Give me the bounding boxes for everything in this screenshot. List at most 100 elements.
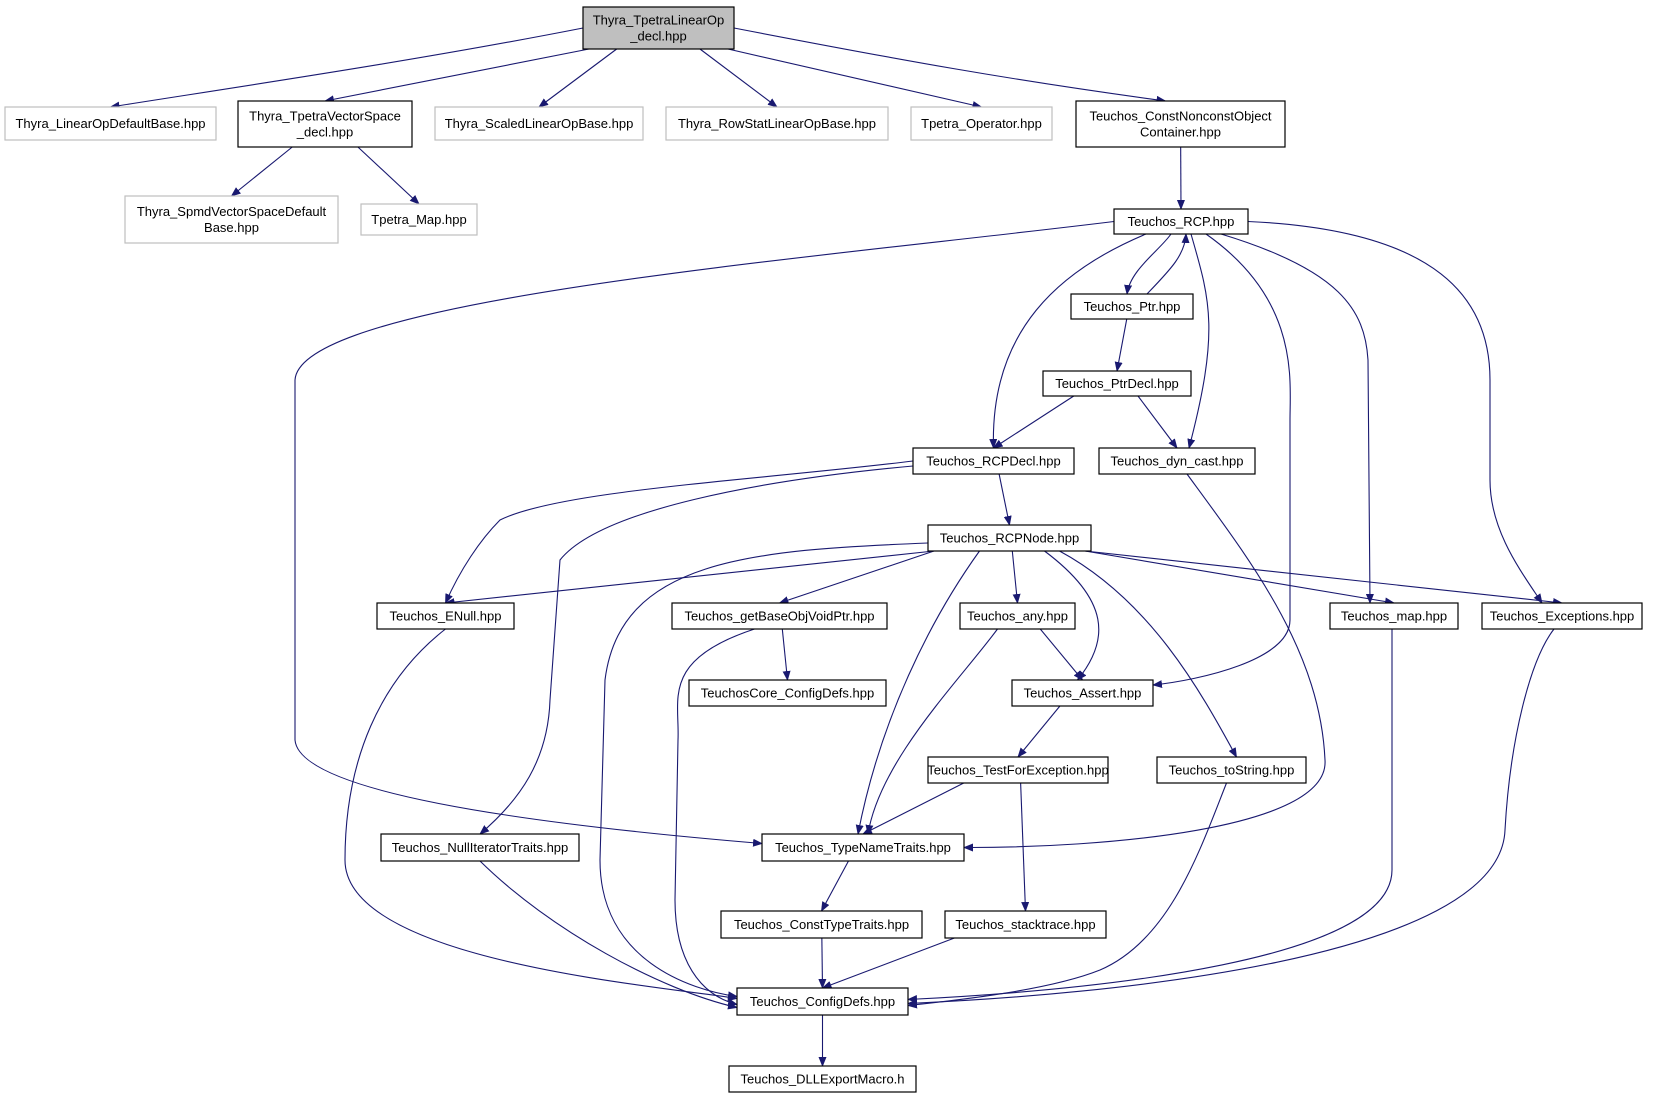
node-dyncast[interactable]: Teuchos_dyn_cast.hpp bbox=[1098, 447, 1256, 475]
node-tnt[interactable]: Teuchos_TypeNameTraits.hpp bbox=[761, 833, 965, 862]
edge-arrow bbox=[294, 220, 1115, 847]
node-coreconfig[interactable]: TeuchosCore_ConfigDefs.hpp bbox=[688, 679, 887, 707]
node-box bbox=[1481, 602, 1643, 630]
node-box bbox=[761, 833, 965, 862]
edge-arrow bbox=[674, 628, 755, 1007]
node-box bbox=[360, 203, 478, 236]
edge-arrow bbox=[989, 233, 1147, 449]
node-lodb[interactable]: Thyra_LinearOpDefaultBase.hpp bbox=[4, 106, 217, 141]
node-box bbox=[736, 987, 909, 1016]
edge-rcp-to-tnt bbox=[294, 220, 1115, 847]
node-ctt[interactable]: Teuchos_ConstTypeTraits.hpp bbox=[720, 910, 923, 939]
node-label: Tpetra_Operator.hpp bbox=[921, 116, 1042, 131]
edge-arrow bbox=[1039, 628, 1084, 681]
edge-arrow bbox=[479, 860, 738, 1010]
edge-tvs-to-svsdb bbox=[230, 146, 293, 197]
node-box bbox=[237, 100, 413, 148]
node-rcpnode[interactable]: Teuchos_RCPNode.hpp bbox=[927, 524, 1092, 552]
node-gbovp[interactable]: Teuchos_getBaseObjVoidPtr.hpp bbox=[671, 602, 888, 630]
node-tostring[interactable]: Teuchos_toString.hpp bbox=[1156, 756, 1307, 784]
edge-gbovp-to-config bbox=[674, 628, 755, 1007]
edge-arrow bbox=[1220, 233, 1374, 604]
edge-rcp-to-map bbox=[1220, 233, 1374, 604]
edge-rcpnode-to-tostring bbox=[1059, 550, 1237, 758]
edge-tnt-to-ctt bbox=[821, 860, 849, 912]
node-any[interactable]: Teuchos_any.hpp bbox=[959, 602, 1076, 630]
node-label: Tpetra_Map.hpp bbox=[371, 212, 466, 227]
node-dll[interactable]: Teuchos_DLLExportMacro.h bbox=[728, 1065, 917, 1093]
node-top[interactable]: Tpetra_Operator.hpp bbox=[910, 106, 1053, 141]
edge-arrow bbox=[733, 27, 1167, 104]
node-box bbox=[1042, 370, 1192, 397]
edge-arrow bbox=[1017, 705, 1061, 758]
node-label: Teuchos_RCPNode.hpp bbox=[940, 531, 1079, 546]
edge-arrow bbox=[907, 782, 1228, 1009]
node-layer: Thyra_TpetraLinearOp_decl.hppThyra_Linea… bbox=[4, 6, 1643, 1093]
edge-rcp-to-dyncast bbox=[1187, 233, 1210, 449]
node-config[interactable]: Teuchos_ConfigDefs.hpp bbox=[736, 987, 909, 1016]
edge-arrow bbox=[1084, 550, 1563, 607]
edge-arrow bbox=[907, 628, 1555, 1008]
edge-tvs-to-tmap bbox=[357, 146, 420, 205]
edge-rcpnode-to-exc bbox=[1084, 550, 1563, 607]
edge-arrow bbox=[599, 542, 929, 1000]
node-root[interactable]: Thyra_TpetraLinearOp_decl.hpp bbox=[582, 6, 735, 50]
node-label: Container.hpp bbox=[1140, 125, 1221, 140]
node-map[interactable]: Teuchos_map.hpp bbox=[1329, 602, 1459, 630]
edge-arrow bbox=[998, 473, 1012, 526]
node-label: _decl.hpp bbox=[629, 29, 686, 44]
node-exc[interactable]: Teuchos_Exceptions.hpp bbox=[1481, 602, 1643, 630]
node-slob[interactable]: Thyra_ScaledLinearOpBase.hpp bbox=[434, 106, 644, 141]
node-label: Teuchos_Ptr.hpp bbox=[1084, 299, 1181, 314]
node-label: Teuchos_RCP.hpp bbox=[1128, 214, 1235, 229]
node-tmap[interactable]: Tpetra_Map.hpp bbox=[360, 203, 478, 236]
edge-rcp-to-assert bbox=[1152, 233, 1291, 689]
node-rcp[interactable]: Teuchos_RCP.hpp bbox=[1113, 208, 1249, 235]
node-box bbox=[959, 602, 1076, 630]
edge-rcpnode-to-gbovp bbox=[778, 550, 935, 604]
node-box bbox=[720, 910, 923, 939]
node-box bbox=[728, 1065, 917, 1093]
edge-arrow bbox=[1247, 220, 1543, 604]
node-label: Teuchos_ConstNonconstObject bbox=[1089, 109, 1271, 124]
edge-arrow bbox=[1059, 550, 1237, 758]
node-tfe[interactable]: Teuchos_TestForException.hpp bbox=[927, 756, 1109, 784]
edge-root-to-cnoc bbox=[733, 27, 1167, 104]
node-nit[interactable]: Teuchos_NullIteratorTraits.hpp bbox=[380, 833, 580, 862]
node-label: TeuchosCore_ConfigDefs.hpp bbox=[701, 686, 874, 701]
node-enull[interactable]: Teuchos_ENull.hpp bbox=[376, 602, 515, 630]
edge-ctt-to-config bbox=[818, 937, 827, 989]
edge-arrow bbox=[344, 628, 738, 1002]
edge-ptrdecl-to-dyncast bbox=[1137, 395, 1178, 449]
node-box bbox=[1098, 447, 1256, 475]
edge-rcpnode-to-tnt bbox=[855, 550, 980, 835]
node-label: Teuchos_ConfigDefs.hpp bbox=[750, 994, 895, 1009]
node-stack[interactable]: Teuchos_stacktrace.hpp bbox=[944, 910, 1107, 939]
edge-arrow bbox=[862, 782, 964, 835]
edge-arrow bbox=[818, 937, 827, 989]
node-box bbox=[944, 910, 1107, 939]
node-box bbox=[124, 195, 339, 244]
edge-any-to-assert bbox=[1039, 628, 1084, 681]
edge-rcpdecl-to-rcpnode bbox=[998, 473, 1012, 526]
edge-dyncast-to-tnt bbox=[963, 473, 1326, 852]
node-label: Teuchos_map.hpp bbox=[1341, 609, 1447, 624]
node-assert[interactable]: Teuchos_Assert.hpp bbox=[1011, 679, 1154, 707]
edge-rcp-to-rcpdecl bbox=[989, 233, 1147, 449]
edge-arrow bbox=[1146, 233, 1190, 295]
node-rcpdecl[interactable]: Teuchos_RCPDecl.hpp bbox=[912, 447, 1075, 475]
edge-root-to-lodb bbox=[109, 27, 584, 110]
edge-arrow bbox=[865, 628, 998, 835]
node-tvs[interactable]: Thyra_TpetraVectorSpace_decl.hpp bbox=[237, 100, 413, 148]
node-box bbox=[4, 106, 217, 141]
node-ptr[interactable]: Teuchos_Ptr.hpp bbox=[1070, 293, 1194, 320]
node-box bbox=[380, 833, 580, 862]
node-ptrdecl[interactable]: Teuchos_PtrDecl.hpp bbox=[1042, 370, 1192, 397]
edge-root-to-tvs bbox=[324, 48, 590, 104]
edge-arrow bbox=[781, 628, 791, 681]
edge-rcp-to-exc bbox=[1247, 220, 1543, 604]
edge-arrow bbox=[479, 465, 914, 835]
node-rslob[interactable]: Thyra_RowStatLinearOpBase.hpp bbox=[665, 106, 889, 141]
